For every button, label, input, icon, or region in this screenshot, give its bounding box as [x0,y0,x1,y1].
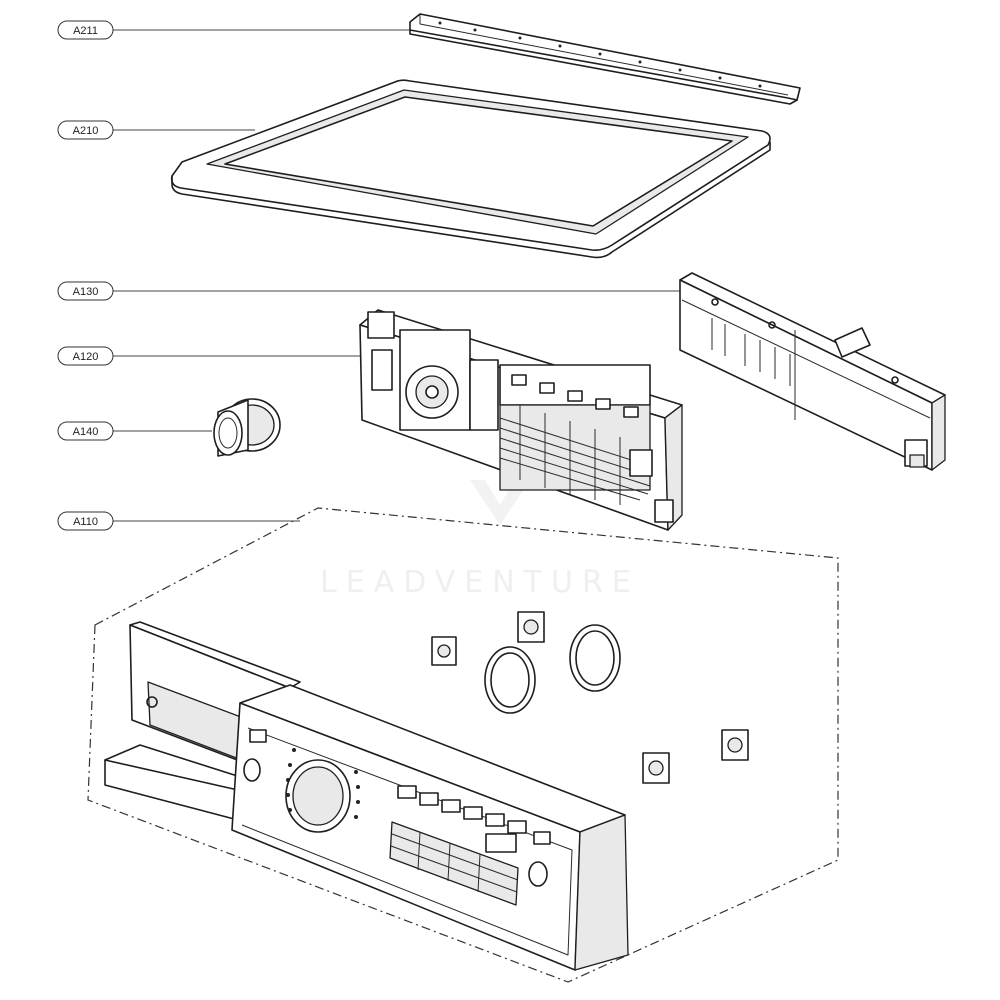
callout-label-a110: A110 [73,516,98,528]
watermark: LEADVENTURE [320,480,640,600]
callout-label-a211: A211 [73,25,98,37]
callout-a130[interactable]: A130 [57,281,690,301]
part-a211-rail [409,13,801,105]
part-a120-display-board [359,309,683,531]
part-a140-knob [213,398,281,457]
callout-label-a140: A140 [73,426,99,438]
part-a210-glass-frame [170,79,771,259]
callout-a140[interactable]: A140 [57,421,212,441]
callout-a211[interactable]: A211 [57,20,410,40]
part-a110-panel-assembly [87,507,839,983]
part-a130-control-board [679,272,946,471]
callout-a120[interactable]: A120 [57,346,360,366]
callout-label-a120: A120 [73,351,99,363]
callout-a110[interactable]: A110 [57,511,300,531]
callout-label-a210: A210 [73,125,99,137]
callout-a210[interactable]: A210 [57,120,255,140]
callout-label-a130: A130 [73,286,99,298]
watermark-text: LEADVENTURE [320,565,640,600]
